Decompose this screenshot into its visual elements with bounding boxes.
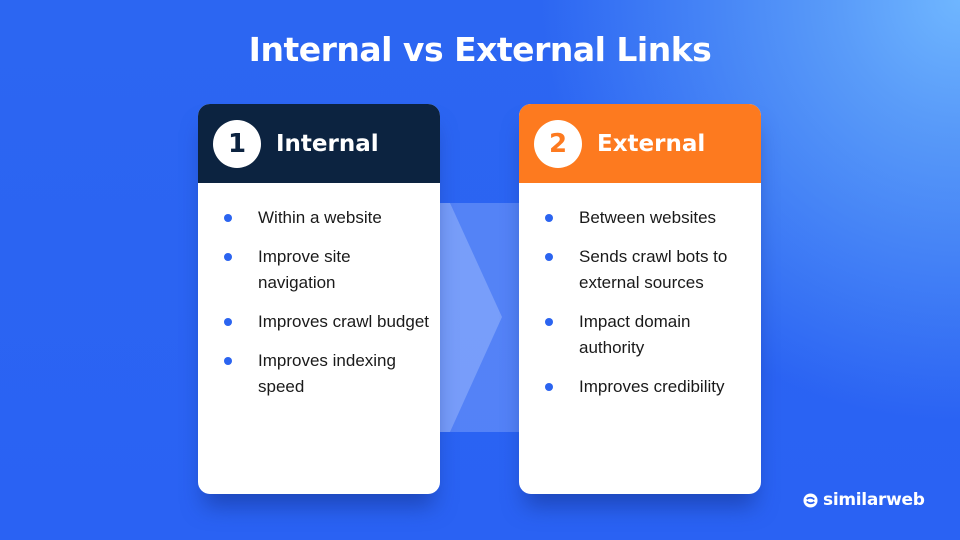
list-item: Sends crawl bots to external sources xyxy=(519,244,761,296)
external-points-list: Between websites Sends crawl bots to ext… xyxy=(519,183,761,400)
bullet-icon xyxy=(545,383,553,391)
external-card: 2 External Between websites Sends crawl … xyxy=(519,104,761,494)
bullet-icon xyxy=(224,318,232,326)
connector-arrow xyxy=(440,203,519,432)
internal-card: 1 Internal Within a website Improve site… xyxy=(198,104,440,494)
bullet-icon xyxy=(224,214,232,222)
number-badge: 1 xyxy=(213,119,261,168)
brand-logo: similarweb xyxy=(803,490,925,510)
chevron-right-icon xyxy=(440,203,502,432)
list-item: Within a website xyxy=(198,205,440,231)
bullet-icon xyxy=(224,253,232,261)
internal-card-header: 1 Internal xyxy=(198,104,440,183)
brand-name: similarweb xyxy=(823,490,925,510)
internal-points-list: Within a website Improve site navigation… xyxy=(198,183,440,400)
list-item: Improves credibility xyxy=(519,374,761,400)
similarweb-logo-icon xyxy=(803,492,818,508)
list-item: Improve site navigation xyxy=(198,244,440,296)
bullet-icon xyxy=(545,318,553,326)
list-item: Improves crawl budget xyxy=(198,309,440,335)
card-title: External xyxy=(597,130,706,157)
card-title: Internal xyxy=(276,130,379,157)
page-title: Internal vs External Links xyxy=(248,30,712,69)
list-item: Impact domain authority xyxy=(519,309,761,361)
bullet-icon xyxy=(545,253,553,261)
list-item: Improves indexing speed xyxy=(198,348,440,400)
number-badge: 2 xyxy=(534,119,582,168)
bullet-icon xyxy=(545,214,553,222)
external-card-header: 2 External xyxy=(519,104,761,183)
bullet-icon xyxy=(224,357,232,365)
list-item: Between websites xyxy=(519,205,761,231)
